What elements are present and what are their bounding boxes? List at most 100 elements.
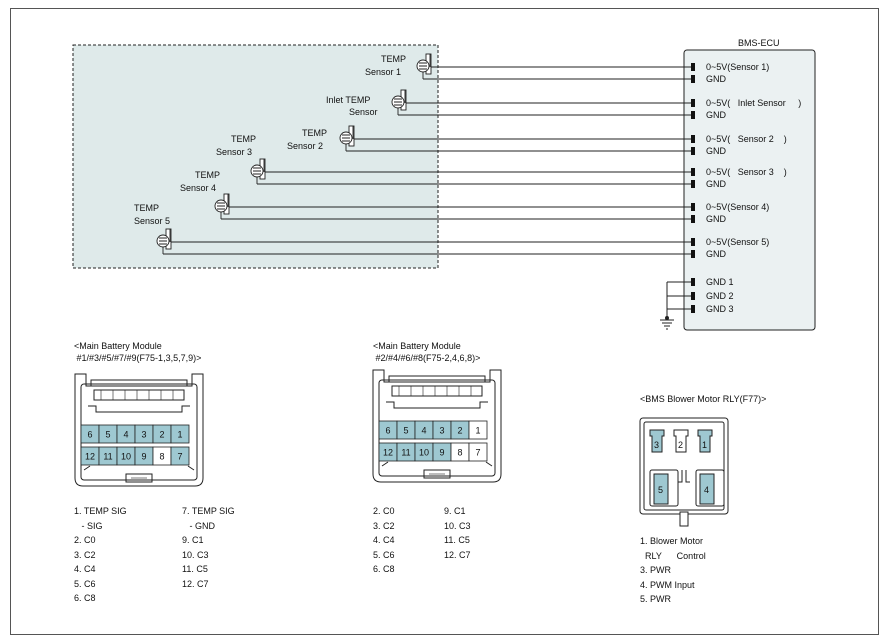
pin-number: 5 (658, 485, 663, 495)
connector-a-pin-list-1: 1. TEMP SIG - SIG 2. C0 3. C2 4. C4 5. C… (74, 504, 127, 606)
pin-description: 11. C5 (182, 564, 208, 574)
connector-a-title: <Main Battery Module (74, 341, 162, 351)
connector-pin (170, 446, 190, 466)
bms-ecu-box (683, 49, 816, 331)
pin-description: 3. PWR (640, 565, 672, 575)
pin-description: 12. C7 (444, 549, 471, 560)
pin-number: 10 (419, 448, 429, 458)
pin-description: 1. Blower Motor (640, 536, 704, 546)
connector-a-subtitle: #1/#3/#5/#7/#9(F75-1,3,5,7,9)> (74, 353, 201, 363)
ground-icon (660, 316, 674, 330)
sensor-label: Inlet TEMP (326, 95, 370, 105)
terminal (691, 292, 695, 300)
terminal (691, 135, 695, 143)
terminal (691, 215, 695, 223)
sensor-label: TEMP (231, 134, 256, 144)
pin-description: - SIG (74, 520, 103, 531)
connector-c-title: <BMS Blower Motor RLY(F77)> (640, 394, 766, 404)
connector-pin (170, 424, 190, 444)
pin-number: 1 (475, 426, 480, 436)
pin-number: 2 (678, 440, 683, 450)
connector-a-pin-list-2: 7. TEMP SIG - GND 9. C1 10. C3 11. C5 12… (182, 504, 235, 591)
ecu-pin-label: GND (706, 74, 727, 84)
sensor-label: TEMP (302, 128, 327, 138)
terminal (691, 278, 695, 286)
connector-b-title: <Main Battery Module (373, 341, 461, 351)
thermistors (156, 53, 432, 254)
thermistor-icon (416, 53, 432, 79)
pin-number: 11 (401, 448, 410, 458)
ecu-pin-label: GND 3 (706, 304, 734, 314)
sensor-label: Sensor (349, 107, 378, 117)
pin-description: RLY Control (640, 550, 706, 561)
sensor-labels: TEMP Sensor 1 Inlet TEMP Sensor TEMP Sen… (134, 54, 406, 226)
diagram-frame (10, 8, 879, 635)
pin-number: 3 (141, 430, 146, 440)
pin-number: 8 (159, 452, 164, 462)
pin-description: 5. PWR (640, 594, 672, 604)
pin-number: 7 (177, 452, 182, 462)
pin-description: 11. C5 (444, 535, 470, 545)
thermistor-icon (339, 125, 355, 151)
pin-number: 8 (457, 448, 462, 458)
pin-description: 6. C8 (74, 593, 96, 603)
pin-number: 1 (177, 430, 182, 440)
connector-pin (468, 442, 488, 462)
sensor-label: TEMP (381, 54, 406, 64)
thermistor-icon (214, 193, 230, 219)
ecu-pin-label: GND (706, 214, 727, 224)
pin-description: 12. C7 (182, 578, 209, 589)
pin-description: 4. C4 (373, 535, 395, 545)
sensor-label: Sensor 3 (216, 147, 252, 157)
pin-description: 4. C4 (74, 564, 96, 574)
pin-number: 12 (85, 452, 95, 462)
terminal (691, 238, 695, 246)
pin-number: 9 (141, 452, 146, 462)
pin-description: 7. TEMP SIG (182, 506, 235, 516)
connector-b-subtitle: #2/#4/#6/#8(F75-2,4,6,8)> (373, 353, 480, 363)
sensor-label: Sensor 5 (134, 216, 170, 226)
pin-description: 4. PWM Input (640, 579, 695, 590)
ecu-pin-label: 0~5V( Sensor 2 ) (706, 134, 787, 144)
ecu-pin-label: 0~5V( Sensor 3 ) (706, 167, 787, 177)
terminal (691, 111, 695, 119)
pin-number: 4 (421, 426, 426, 436)
ecu-pin-label: 0~5V(Sensor 4) (706, 202, 769, 212)
ecu-title: BMS-ECU (738, 38, 780, 48)
pin-description: 1. TEMP SIG (74, 506, 127, 516)
pin-number: 12 (383, 448, 393, 458)
pin-description: 5. C6 (373, 549, 395, 560)
sensor-label: Sensor 2 (287, 141, 323, 151)
ecu-pin-label: GND 1 (706, 277, 734, 287)
pin-description: 3. C2 (74, 549, 96, 560)
pin-number: 6 (385, 426, 390, 436)
pin-number: 3 (439, 426, 444, 436)
pin-description: 10. C3 (444, 520, 471, 531)
connector-pin (468, 420, 488, 440)
ecu-pin-label: 0~5V( Inlet Sensor ) (706, 98, 801, 108)
thermistor-icon (250, 158, 266, 184)
terminal (691, 305, 695, 313)
pin-number: 2 (457, 426, 462, 436)
thermistor-icon (156, 228, 172, 254)
pin-description: 9. C1 (182, 535, 204, 545)
ecu-terminals (691, 63, 695, 313)
pin-description: 2. C0 (373, 506, 395, 516)
pin-description: 9. C1 (444, 506, 466, 516)
sensor-module-area (72, 44, 439, 269)
connector-b-pin-list-2: 9. C1 10. C3 11. C5 12. C7 (444, 504, 471, 562)
ecu-pin-label: 0~5V(Sensor 1) (706, 62, 769, 72)
terminal (691, 75, 695, 83)
terminal (691, 147, 695, 155)
pin-number: 5 (403, 426, 408, 436)
pin-number: 11 (103, 452, 112, 462)
wires (163, 66, 691, 318)
pin-number: 10 (121, 452, 131, 462)
pin-number: 4 (704, 485, 709, 495)
ecu-pin-label: 0~5V(Sensor 5) (706, 237, 769, 247)
ecu-pin-label: GND (706, 179, 727, 189)
pin-number: 9 (439, 448, 444, 458)
terminal (691, 250, 695, 258)
pin-number: 7 (475, 448, 480, 458)
terminal (691, 203, 695, 211)
